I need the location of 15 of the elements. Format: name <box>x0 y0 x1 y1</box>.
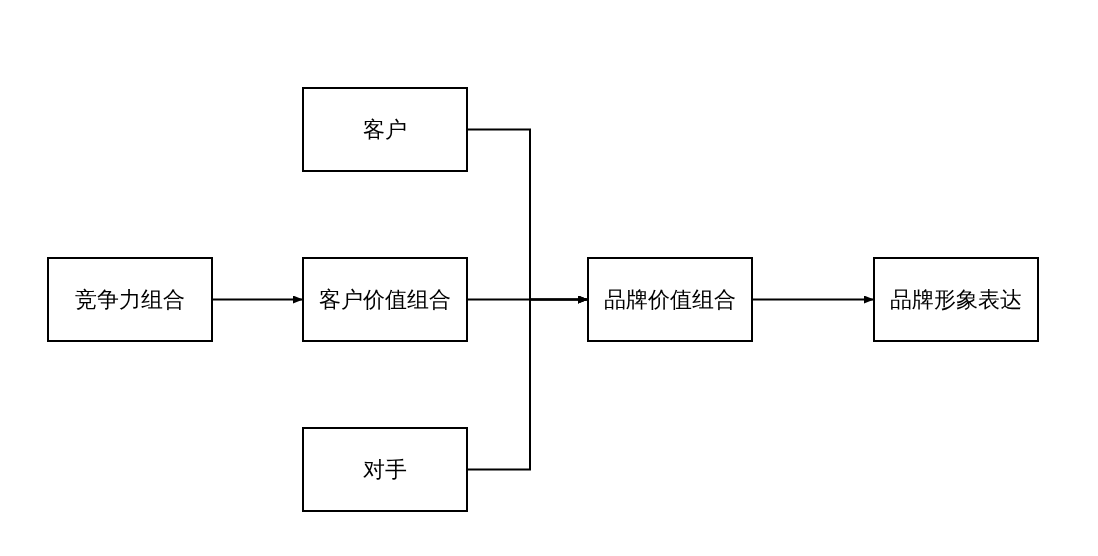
box-label: 品牌价值组合 <box>604 286 736 314</box>
arrow <box>212 295 303 304</box>
box-label: 品牌形象表达 <box>890 286 1022 314</box>
process-box <box>302 427 468 512</box>
box-label: 竞争力组合 <box>75 286 185 314</box>
process-box <box>47 257 213 342</box>
arrow <box>752 295 874 304</box>
process-box <box>302 87 468 172</box>
arrow <box>467 295 588 471</box>
process-box <box>873 257 1039 342</box>
process-box <box>302 257 468 342</box>
box-label: 客户价值组合 <box>319 286 451 314</box>
box-label: 对手 <box>363 456 407 484</box>
box-label: 客户 <box>363 116 407 144</box>
process-box <box>587 257 753 342</box>
